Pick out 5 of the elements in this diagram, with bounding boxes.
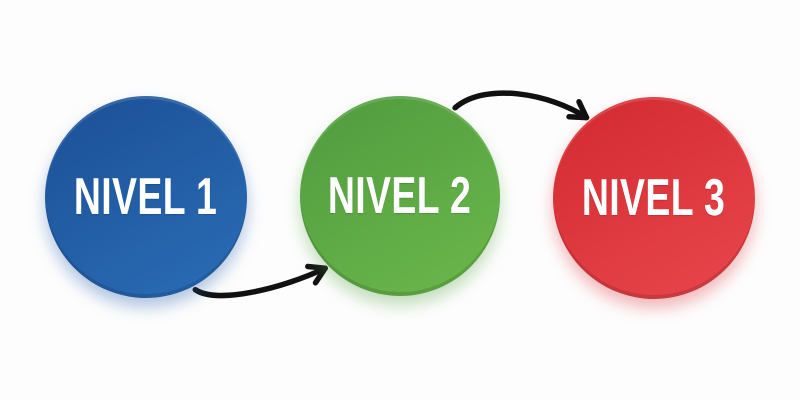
level-label: NIVEL 3 bbox=[582, 172, 726, 224]
level-label: NIVEL 1 bbox=[74, 171, 218, 223]
curved-arrow bbox=[192, 263, 328, 298]
curved-arrow bbox=[452, 90, 590, 120]
level-label: NIVEL 2 bbox=[328, 170, 472, 222]
